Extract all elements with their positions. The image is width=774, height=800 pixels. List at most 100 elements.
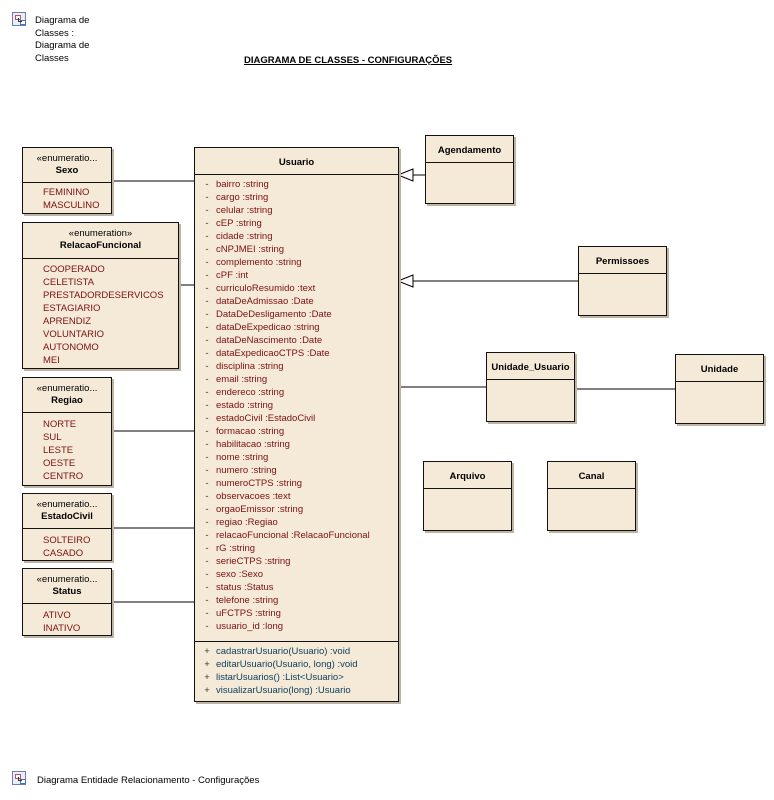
attribute-text: habilitacao :string xyxy=(216,439,290,450)
enum-literal: SOLTEIRO xyxy=(43,535,91,546)
enum-literal: MASCULINO xyxy=(43,200,100,211)
diagram-link-icon[interactable] xyxy=(12,771,26,785)
enum-estadocivil-stereotype: «enumeratio... xyxy=(36,499,98,510)
usuario-attribute: -status :Status xyxy=(205,581,370,594)
attribute-text: dataDeExpedicao :string xyxy=(216,322,320,333)
enum-literal: SUL xyxy=(43,432,62,443)
diagram-link-label[interactable]: Diagrama Entidade Relacionamento - Confi… xyxy=(37,775,260,786)
visibility-marker: - xyxy=(205,374,209,385)
visibility-marker: - xyxy=(205,283,209,294)
usuario-attributes: -bairro :string-cargo :string-celular :s… xyxy=(205,178,370,633)
usuario-attribute: -usuario_id :long xyxy=(205,620,370,633)
operation-text: listarUsuarios() :List<Usuario> xyxy=(216,672,344,683)
attribute-text: observacoes :text xyxy=(216,491,291,502)
usuario-attribute: -regiao :Regiao xyxy=(205,516,370,529)
enum-literal: OESTE xyxy=(43,458,76,469)
attribute-text: cargo :string xyxy=(216,192,269,203)
attribute-text: dataExpedicaoCTPS :Date xyxy=(216,348,330,359)
class-unidade-usuario[interactable]: Unidade_Usuario xyxy=(486,352,575,422)
usuario-attribute: -curriculoResumido :text xyxy=(205,282,370,295)
diagram-icon xyxy=(12,12,26,26)
usuario-attribute: -dataDeAdmissao :Date xyxy=(205,295,370,308)
class-permissoes-name: Permissoes xyxy=(595,256,650,267)
class-unidade[interactable]: Unidade xyxy=(675,354,764,424)
attribute-text: numeroCTPS :string xyxy=(216,478,303,489)
usuario-attribute: -nome :string xyxy=(205,451,370,464)
class-arquivo[interactable]: Arquivo xyxy=(423,461,512,531)
attribute-text: regiao :Regiao xyxy=(216,517,278,528)
enum-literal: CASADO xyxy=(43,548,84,559)
usuario-attribute: -dataDeNascimento :Date xyxy=(205,334,370,347)
enum-relacaofuncional[interactable]: «enumeration» RelacaoFuncional COOPERADO… xyxy=(22,222,179,369)
visibility-marker: - xyxy=(205,517,209,528)
class-permissoes[interactable]: Permissoes xyxy=(578,246,667,316)
class-canal-name: Canal xyxy=(578,471,605,482)
attribute-text: cEP :string xyxy=(216,218,262,229)
enum-estadocivil[interactable]: «enumeratio... EstadoCivil SOLTEIRO CASAD… xyxy=(22,493,112,561)
visibility-marker: - xyxy=(205,309,209,320)
visibility-marker: - xyxy=(205,569,209,580)
attribute-text: numero :string xyxy=(216,465,277,476)
usuario-attribute: -dataDeExpedicao :string xyxy=(205,321,370,334)
operation-text: cadastrarUsuario(Usuario) :void xyxy=(216,646,351,657)
attribute-text: estadoCivil :EstadoCivil xyxy=(216,413,316,424)
usuario-attribute: -rG :string xyxy=(205,542,370,555)
usuario-attribute: -uFCTPS :string xyxy=(205,607,370,620)
visibility-marker: - xyxy=(205,478,209,489)
visibility-marker: - xyxy=(205,348,209,359)
usuario-attribute: -habilitacao :string xyxy=(205,438,370,451)
usuario-attribute: -cEP :string xyxy=(205,217,370,230)
class-agendamento-name: Agendamento xyxy=(437,145,502,156)
class-unidade-name: Unidade xyxy=(700,364,739,375)
visibility-marker: + xyxy=(204,672,210,683)
visibility-marker: - xyxy=(205,504,209,515)
visibility-marker: - xyxy=(205,621,209,632)
usuario-attribute: -orgaoEmissor :string xyxy=(205,503,370,516)
class-canal[interactable]: Canal xyxy=(547,461,636,531)
attribute-text: cidade :string xyxy=(216,231,273,242)
visibility-marker: + xyxy=(204,685,210,696)
enum-relacao-name: RelacaoFuncional xyxy=(59,240,142,251)
usuario-attribute: -telefone :string xyxy=(205,594,370,607)
attribute-text: uFCTPS :string xyxy=(216,608,281,619)
attribute-text: serieCTPS :string xyxy=(216,556,291,567)
operation-text: visualizarUsuario(long) :Usuario xyxy=(216,685,351,696)
enum-literal: INATIVO xyxy=(43,623,81,634)
attribute-text: status :Status xyxy=(216,582,274,593)
attribute-text: cNPJMEI :string xyxy=(216,244,285,255)
attribute-text: complemento :string xyxy=(216,257,302,268)
class-usuario[interactable]: Usuario -bairro :string-cargo :string-ce… xyxy=(194,147,399,702)
usuario-operation: + visualizarUsuario(long) :Usuario xyxy=(204,684,358,697)
enum-estadocivil-name: EstadoCivil xyxy=(41,511,93,522)
class-agendamento[interactable]: Agendamento xyxy=(425,135,514,204)
visibility-marker: - xyxy=(205,361,209,372)
enum-literal: PRESTADORDESERVICOS xyxy=(43,290,164,301)
class-arquivo-name: Arquivo xyxy=(449,471,486,482)
visibility-marker: - xyxy=(205,595,209,606)
usuario-attribute: -estado :string xyxy=(205,399,370,412)
attribute-text: disciplina :string xyxy=(216,361,284,372)
attribute-text: bairro :string xyxy=(216,179,269,190)
visibility-marker: - xyxy=(205,192,209,203)
enum-relacao-stereotype: «enumeration» xyxy=(68,228,133,239)
generalization-arrow-permissoes xyxy=(396,274,414,288)
visibility-marker: - xyxy=(205,231,209,242)
attribute-text: endereco :string xyxy=(216,387,285,398)
visibility-marker: - xyxy=(205,452,209,463)
usuario-attribute: -numero :string xyxy=(205,464,370,477)
visibility-marker: - xyxy=(205,205,209,216)
enum-sexo-stereotype: «enumeratio... xyxy=(36,153,98,164)
visibility-marker: - xyxy=(205,439,209,450)
enum-estadocivil-values: SOLTEIRO CASADO xyxy=(43,534,90,560)
enum-literal: ESTAGIARIO xyxy=(43,303,101,314)
visibility-marker: - xyxy=(205,556,209,567)
enum-status-name: Status xyxy=(52,586,82,597)
usuario-attribute: -email :string xyxy=(205,373,370,386)
enum-literal: MEI xyxy=(43,355,60,366)
attribute-text: dataDeAdmissao :Date xyxy=(216,296,314,307)
